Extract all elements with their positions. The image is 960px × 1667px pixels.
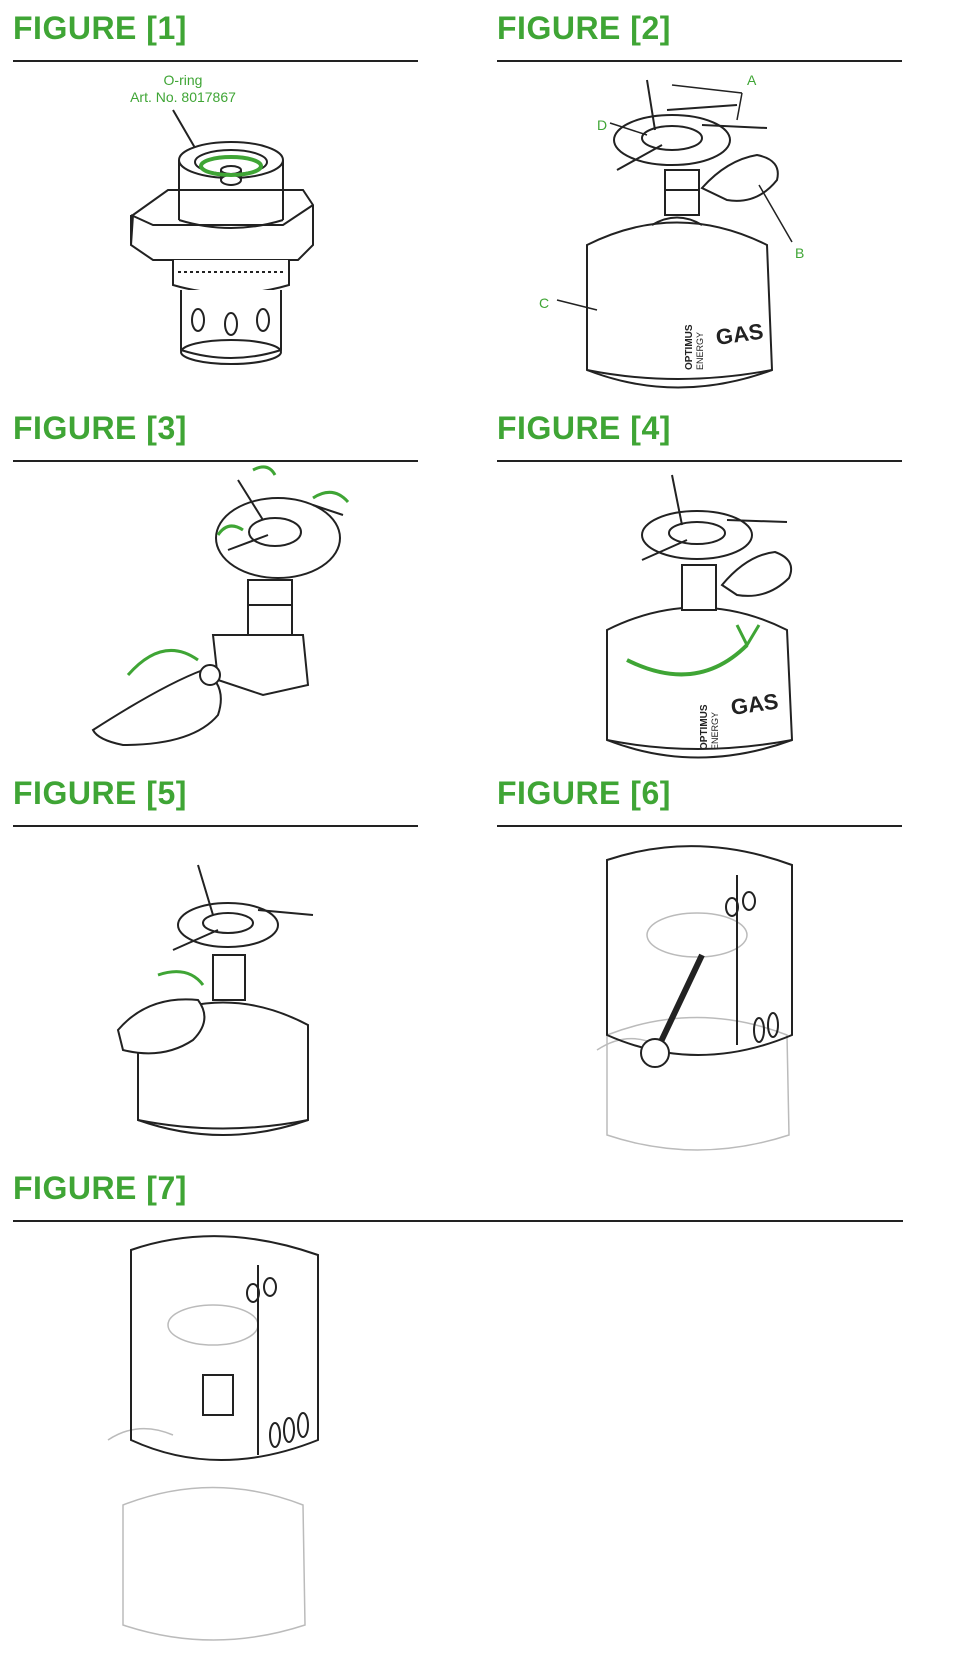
figure-5: FIGURE [5]: [13, 775, 418, 1155]
valve-adapter-illustration: [129, 109, 314, 365]
canister-sub-text: ENERGY: [710, 712, 720, 750]
o-ring-label: O-ring Art. No. 8017867: [113, 72, 253, 106]
figure-3-title: FIGURE [3]: [13, 410, 187, 446]
figure-4: FIGURE [4] GAS OPTIMUS ENERGY: [497, 410, 902, 770]
figure-1-title: FIGURE [1]: [13, 10, 187, 46]
figure-4-rule: [497, 460, 902, 462]
canister-brand-text: OPTIMUS: [684, 324, 695, 370]
figure-7-rule: [13, 1220, 903, 1222]
figure-1: FIGURE [1] O-ring Art. No. 8017867: [13, 10, 418, 400]
windshield-over-stove-illustration: [596, 845, 793, 1151]
figure-6-rule: [497, 825, 902, 827]
stove-handle-folding-illustration: [116, 864, 314, 1136]
stove-unfolding-illustration: [91, 465, 350, 747]
label-d: D: [597, 117, 607, 133]
label-c: C: [539, 295, 549, 311]
canister-brand-text: OPTIMUS: [699, 704, 710, 750]
figure-6: FIGURE [6]: [497, 775, 902, 1155]
o-ring-label-line1: O-ring: [163, 72, 203, 88]
windshield-installed-illustration: [107, 1235, 319, 1641]
o-ring-label-line2: Art. No. 8017867: [130, 89, 236, 105]
figure-2: FIGURE [2] GAS OPTIMUS ENERGY: [497, 10, 902, 400]
canister-sub-text: ENERGY: [695, 332, 705, 370]
figure-4-title: FIGURE [4]: [497, 410, 671, 446]
figure-1-rule: [13, 60, 418, 62]
figure-7: FIGURE [7]: [13, 1170, 903, 1660]
figure-7-title: FIGURE [7]: [13, 1170, 187, 1206]
figure-5-title: FIGURE [5]: [13, 775, 187, 811]
label-b: B: [795, 245, 804, 261]
figure-3: FIGURE [3]: [13, 410, 418, 770]
figure-6-title: FIGURE [6]: [497, 775, 671, 811]
label-a: A: [747, 72, 757, 88]
figure-2-title: FIGURE [2]: [497, 10, 671, 46]
figure-2-rule: [497, 60, 902, 62]
figure-5-rule: [13, 825, 418, 827]
stove-on-canister-illustration: GAS OPTIMUS ENERGY A B C D: [539, 72, 804, 389]
stove-screwed-onto-canister-illustration: GAS OPTIMUS ENERGY: [606, 474, 794, 759]
figure-3-rule: [13, 460, 418, 462]
